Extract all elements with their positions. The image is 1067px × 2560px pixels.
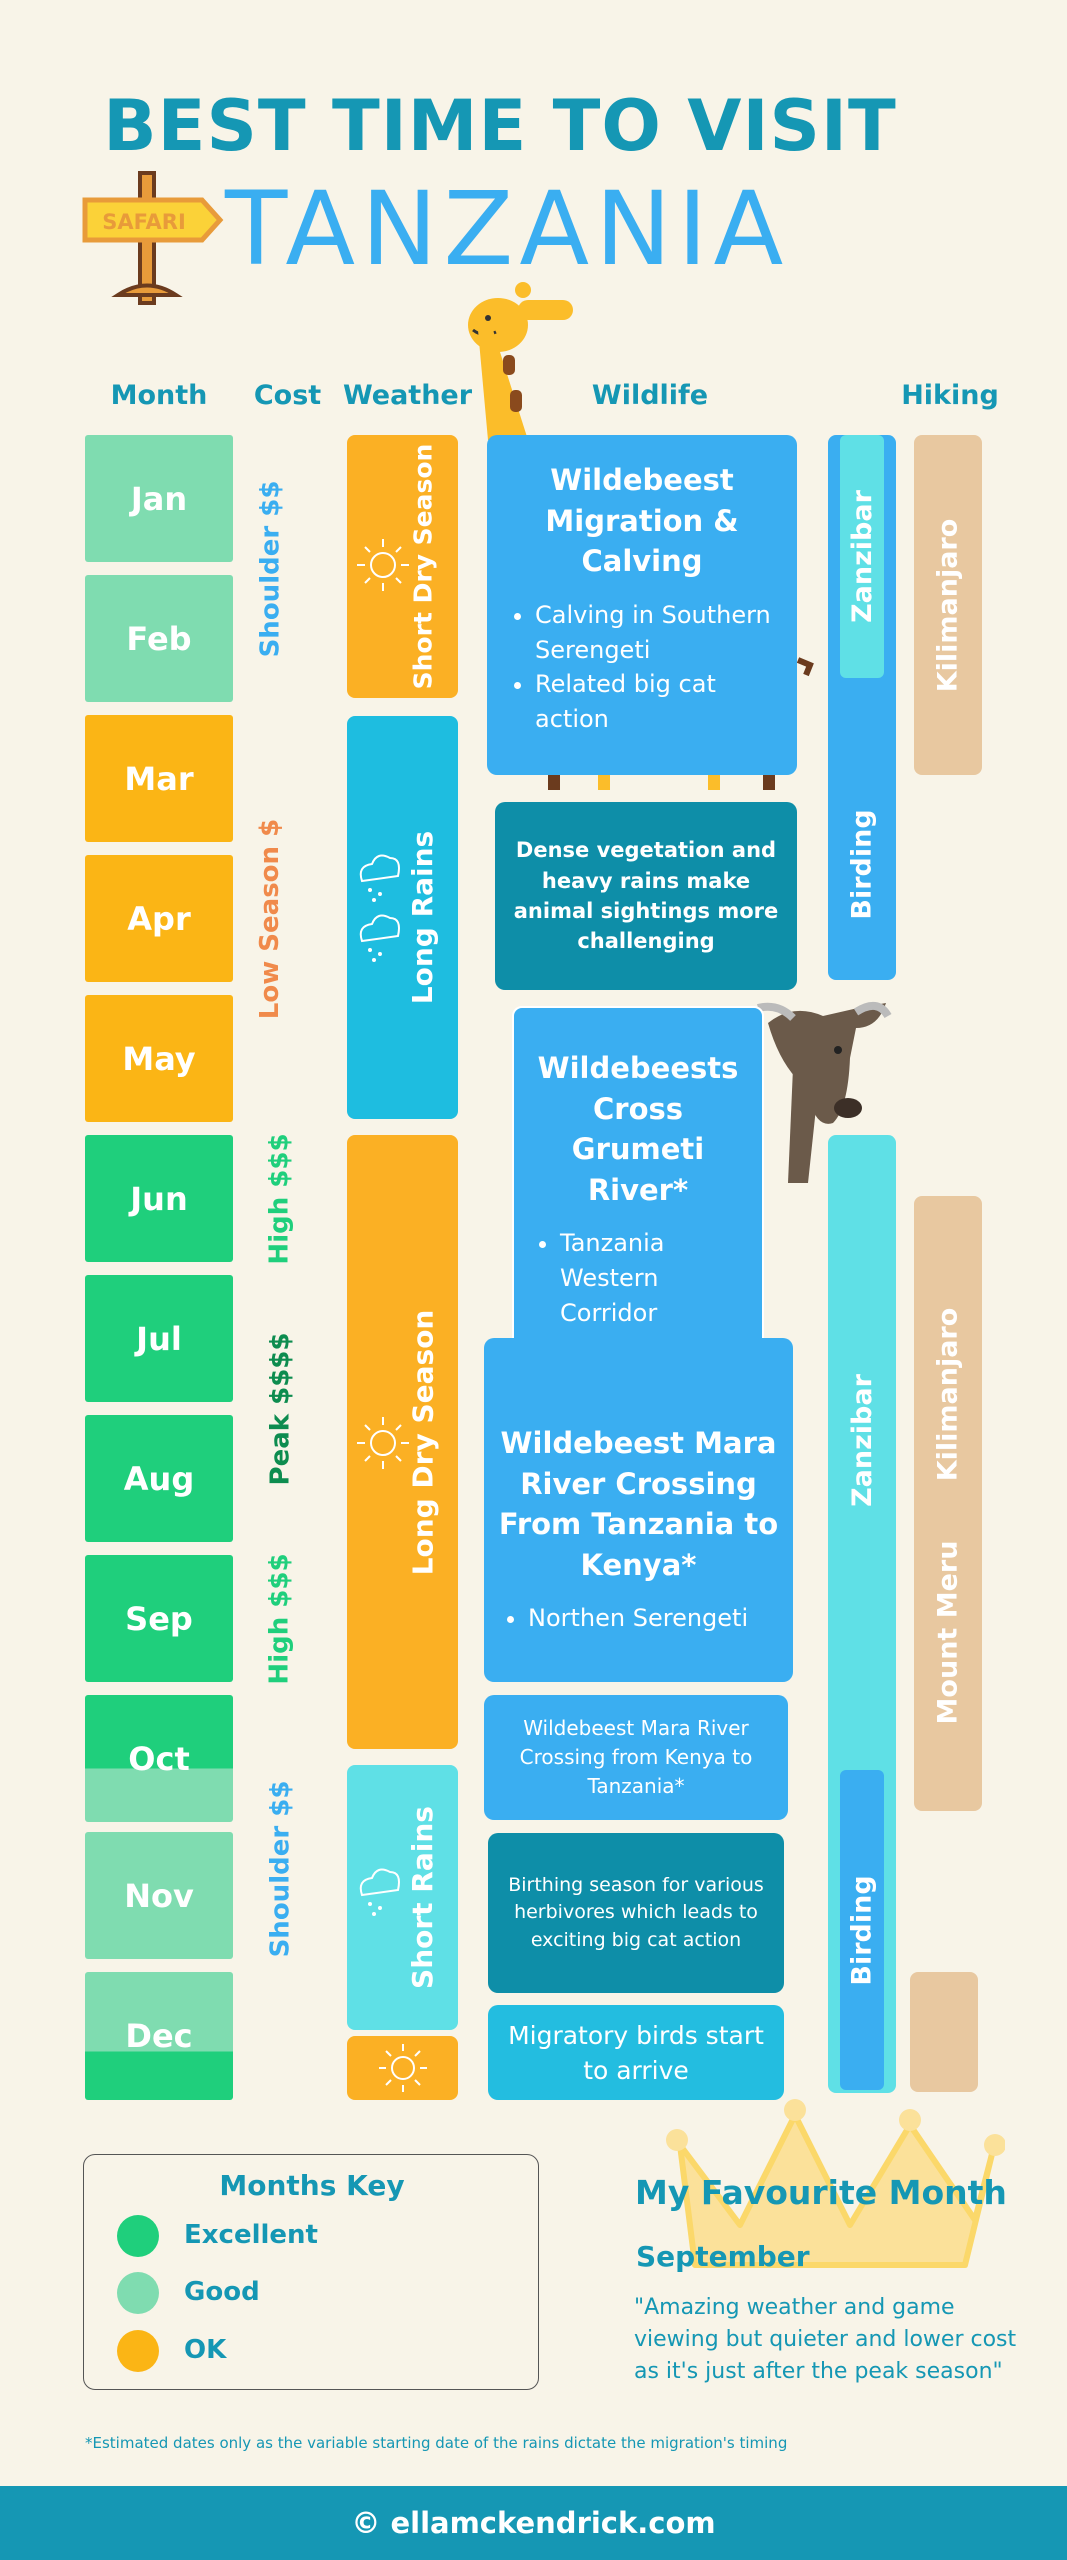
wildlife-box-grumeti-crossing: Wildebeests Cross Grumeti River* Tanzani…: [512, 1006, 764, 1385]
cost-label: High $$$: [265, 1132, 295, 1265]
weather-bar-dry: [347, 2036, 458, 2100]
footer: © ellamckendrick.com: [0, 2486, 1067, 2560]
favourite-quote: "Amazing weather and game viewing but qu…: [634, 2295, 1017, 2384]
hiking-bar-kilimanjaro-meru: Kilimanjaro Mount Meru: [914, 1196, 982, 1811]
sun-icon: [378, 2044, 427, 2092]
key-label-good: Good: [184, 2277, 260, 2307]
cost-label: Shoulder $$: [255, 480, 286, 657]
safari-signpost-icon: SAFARI: [82, 171, 224, 305]
wildlife-box-mara-kenya-tz: Wildebeest Mara River Crossing from Keny…: [484, 1695, 788, 1820]
wildebeest-illustration: [757, 1002, 892, 1183]
sun-icon: [357, 539, 409, 591]
months-key-title: Months Key: [219, 2169, 405, 2202]
column-header-cost: Cost: [253, 380, 322, 411]
wildlife-box-mara-tz-kenya: Wildebeest Mara River Crossing From Tanz…: [484, 1338, 793, 1682]
month-mar: Mar: [85, 715, 233, 842]
sun-icon: [357, 1417, 409, 1469]
footer-credit[interactable]: © ellamckendrick.com: [351, 2506, 716, 2540]
key-label-ok: OK: [184, 2335, 227, 2365]
month-jan: Jan: [85, 435, 233, 562]
column-header-month: Month: [110, 380, 208, 411]
month-feb: Feb: [85, 575, 233, 702]
key-dot-ok: [117, 2330, 159, 2372]
title-line-1: BEST TIME TO VISIT: [103, 85, 897, 167]
key-dot-excellent: [117, 2215, 159, 2257]
month-jul: Jul: [85, 1275, 233, 1402]
weather-bar-short-dry: Short Dry Season: [347, 435, 458, 698]
rain-cloud-icon: [359, 1868, 400, 1916]
birding-bar-2: Birding: [840, 1770, 884, 2090]
weather-bar-long-dry: Long Dry Season: [347, 1135, 458, 1749]
month-may: May: [85, 995, 233, 1122]
key-dot-good: [117, 2272, 159, 2314]
favourite-title: My Favourite Month: [635, 2173, 1007, 2212]
column-header-wildlife: Wildlife: [591, 380, 709, 411]
column-header-hiking: Hiking: [901, 380, 999, 411]
sign-label: SAFARI: [102, 210, 186, 234]
weather-bar-short-rains: Short Rains: [347, 1765, 458, 2030]
month-oct: Oct: [85, 1695, 233, 1822]
footnote: *Estimated dates only as the variable st…: [85, 2434, 788, 2452]
giraffe-illustration: [468, 282, 814, 790]
zanzibar-bar-1: Zanzibar: [840, 435, 884, 678]
month-apr: Apr: [85, 855, 233, 982]
wildlife-box-dense-vegetation: Dense vegetation and heavy rains make an…: [495, 802, 797, 990]
wildlife-box-birthing-season: Birthing season for various herbivores w…: [488, 1833, 784, 1993]
month-jun: Jun: [85, 1135, 233, 1262]
cost-label: Peak $$$$: [265, 1332, 296, 1485]
wildlife-box-migration-calving: Wildebeest Migration & Calving Calving i…: [487, 435, 797, 775]
wildlife-box-migratory-birds: Migratory birds start to arrive: [488, 2005, 784, 2100]
title-line-2: TANZANIA: [225, 170, 790, 289]
cost-label: High $$$: [265, 1552, 295, 1685]
key-label-excellent: Excellent: [184, 2220, 318, 2250]
cost-label: Low Season $: [255, 818, 285, 1019]
hiking-bar-dec: [910, 1972, 978, 2092]
rain-cloud-icon: [359, 854, 400, 962]
month-sep: Sep: [85, 1555, 233, 1682]
column-header-weather: Weather: [342, 380, 473, 411]
crown-icon: [666, 2099, 1005, 2268]
month-aug: Aug: [85, 1415, 233, 1542]
month-dec: Dec: [85, 1972, 233, 2100]
weather-bar-long-rains: Long Rains: [347, 716, 458, 1119]
kilimanjaro-bar-1: Kilimanjaro: [914, 435, 982, 775]
months-key: Months Key Excellent Good OK: [83, 2154, 539, 2390]
cost-label: Shoulder $$: [265, 1780, 296, 1957]
month-nov: Nov: [85, 1832, 233, 1959]
favourite-month: September: [636, 2240, 810, 2273]
